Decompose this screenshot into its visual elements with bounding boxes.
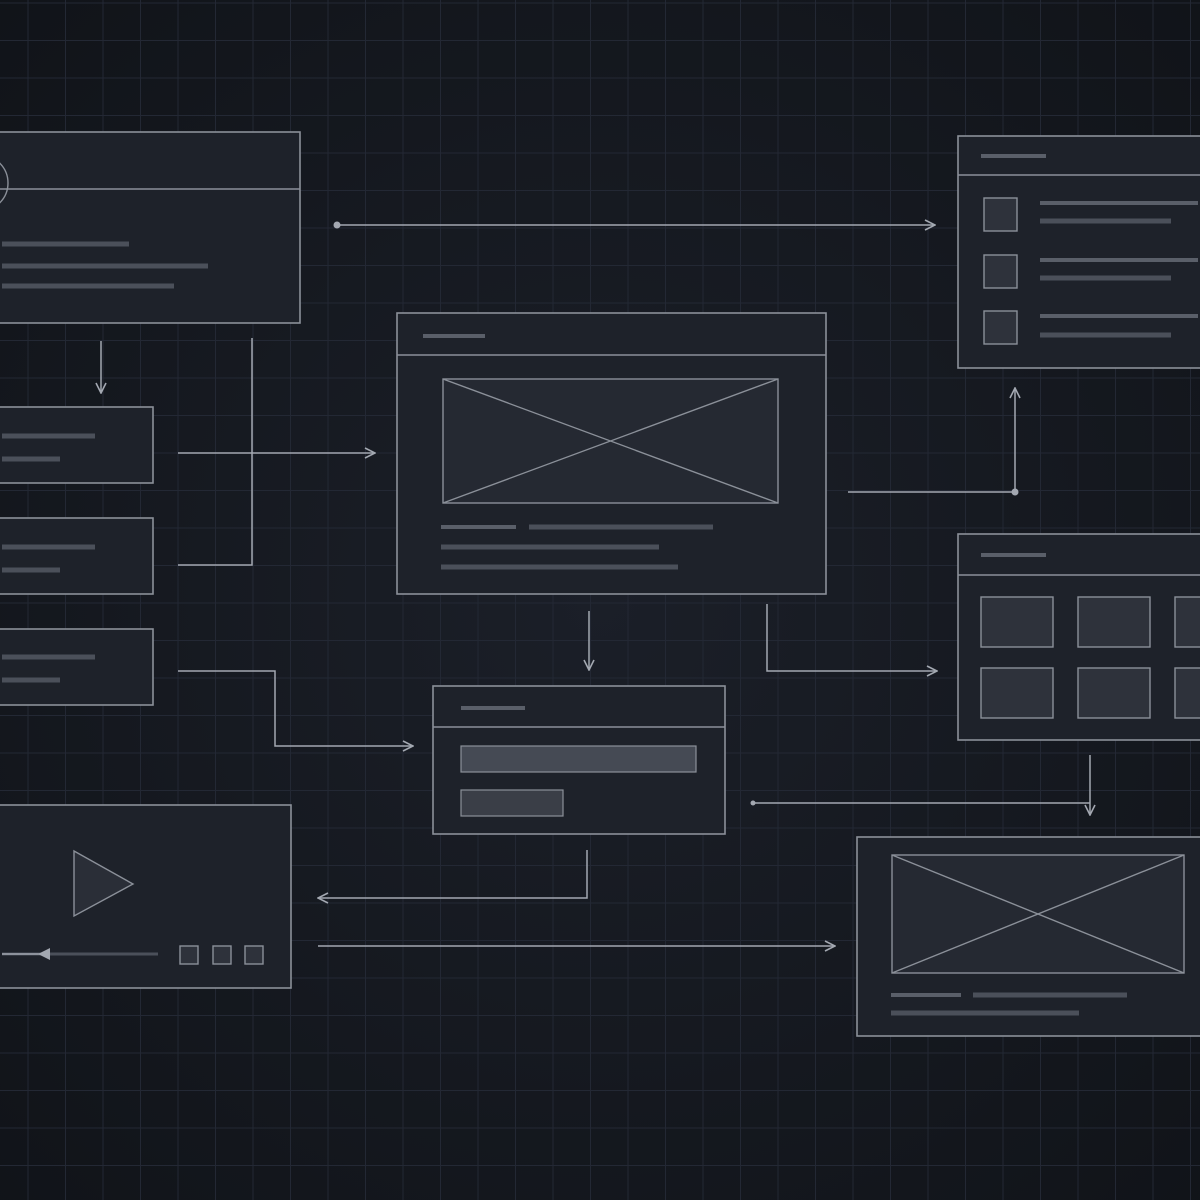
checkbox-icon — [983, 310, 1018, 345]
connector-arrow — [318, 850, 588, 898]
connector-dot — [1011, 488, 1019, 496]
connectors — [101, 222, 1090, 947]
list-item-wireframe — [0, 406, 154, 484]
profile-card-wireframe — [0, 131, 301, 324]
image-placeholder-icon — [442, 378, 779, 504]
connector-dot — [750, 800, 756, 806]
button-placeholder — [460, 789, 564, 817]
connector-arrow — [178, 670, 413, 746]
connector-line — [178, 338, 253, 566]
checklist-wireframe — [957, 135, 1200, 369]
control-button-icon — [212, 945, 232, 965]
play-icon — [73, 849, 135, 918]
media-card-wireframe — [856, 836, 1200, 1037]
checkbox-icon — [983, 197, 1018, 232]
control-button-icon — [244, 945, 264, 965]
image-placeholder-icon — [891, 854, 1185, 974]
input-placeholder — [460, 745, 697, 773]
connector-arrow — [766, 604, 937, 671]
list-item-wireframe — [0, 628, 154, 706]
checkbox-icon — [983, 254, 1018, 289]
video-player-wireframe — [0, 804, 292, 989]
gallery-grid-wireframe — [957, 533, 1200, 741]
connector-dot — [333, 221, 341, 229]
control-button-icon — [179, 945, 199, 965]
form-wireframe — [432, 685, 726, 835]
progress-knob — [38, 948, 50, 960]
article-page-wireframe — [396, 312, 827, 595]
list-item-wireframe — [0, 517, 154, 595]
avatar-circle-icon — [0, 162, 9, 204]
